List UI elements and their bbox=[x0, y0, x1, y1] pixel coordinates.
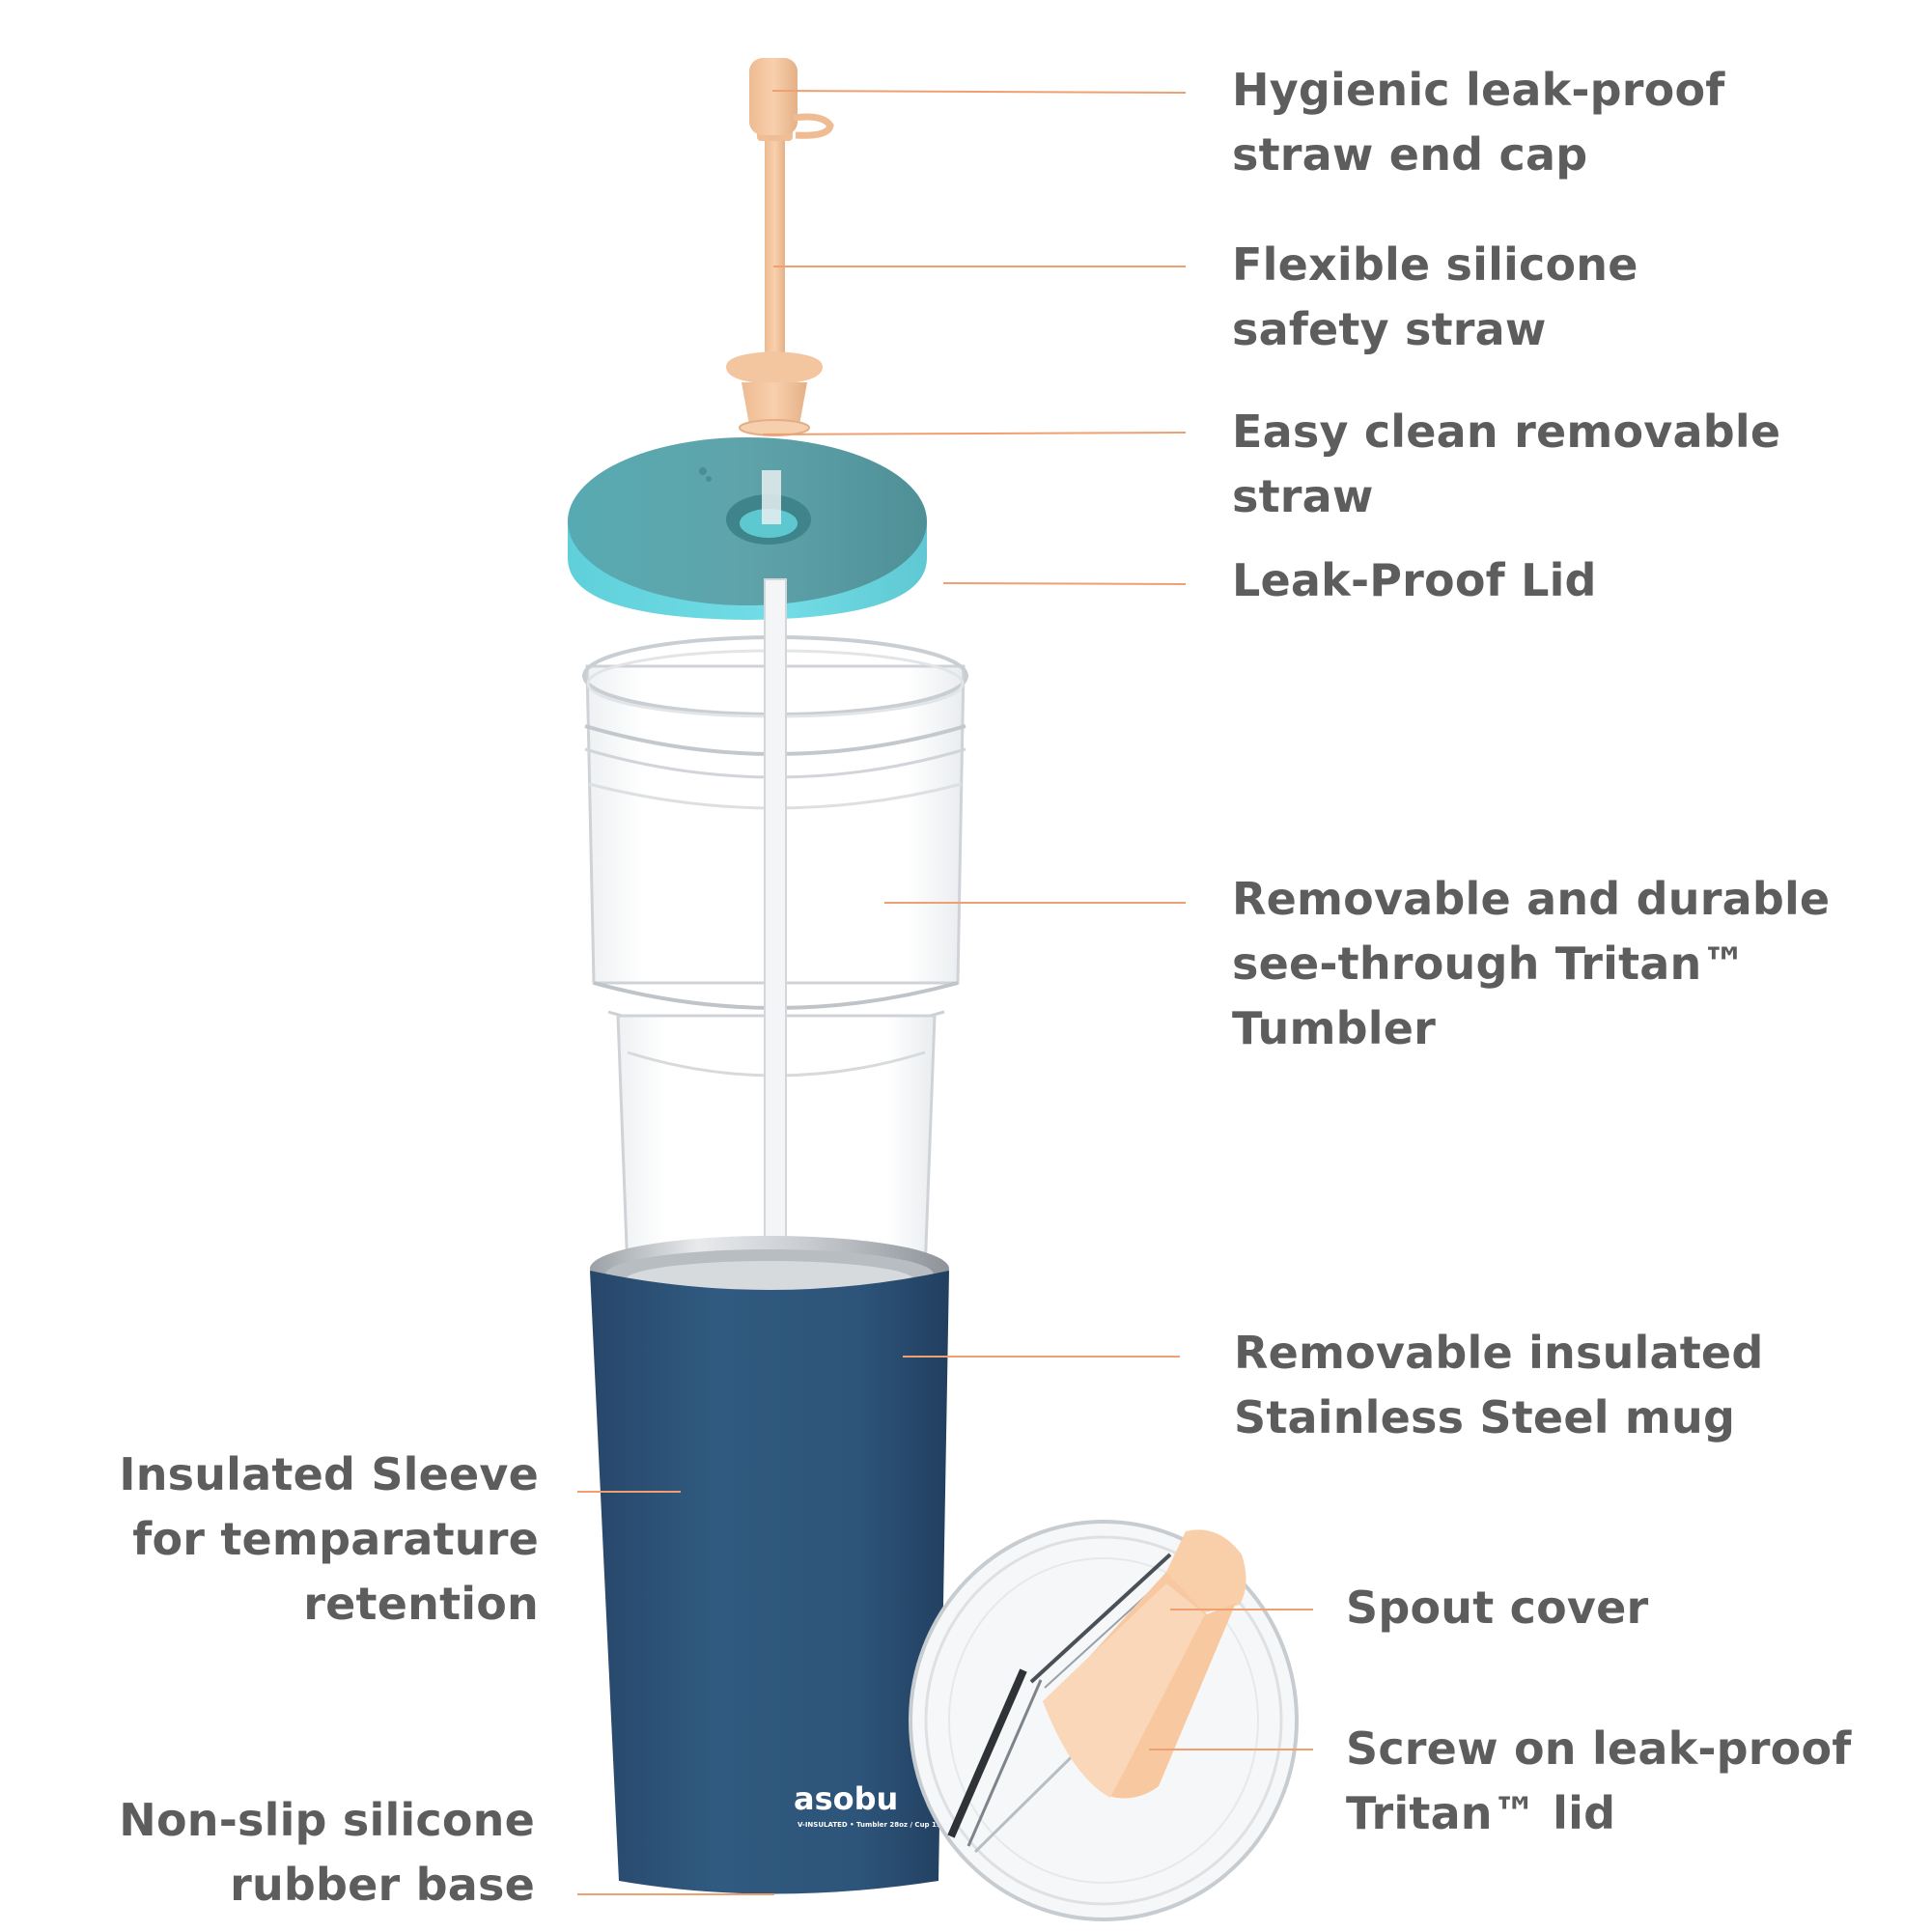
callout-straw-end-cap: Hygienic leak-proof straw end cap bbox=[1232, 58, 1725, 187]
callout-steel-mug: Removable insulated Stainless Steel mug bbox=[1234, 1321, 1763, 1450]
callout-text: Hygienic leak-proof bbox=[1232, 64, 1725, 116]
callout-insulated-sleeve: Insulated Sleeve for temparature retenti… bbox=[119, 1442, 539, 1637]
callout-text: Insulated Sleeve bbox=[119, 1448, 539, 1500]
callout-text: Tritan™ lid bbox=[1346, 1787, 1616, 1839]
callout-text: Removable insulated bbox=[1234, 1327, 1764, 1379]
callout-text: Flexible silicone bbox=[1232, 238, 1638, 291]
callout-text: Removable and durable bbox=[1232, 873, 1831, 925]
callout-text: Spout cover bbox=[1346, 1582, 1649, 1634]
leak-proof-lid bbox=[568, 437, 927, 620]
svg-text:asobu: asobu bbox=[794, 1780, 898, 1817]
callout-text: Screw on leak-proof bbox=[1346, 1722, 1852, 1775]
callout-text: retention bbox=[303, 1578, 539, 1630]
spout-cover bbox=[1043, 1529, 1246, 1799]
callout-leak-proof-lid: Leak-Proof Lid bbox=[1232, 548, 1597, 613]
callout-text: straw end cap bbox=[1232, 128, 1588, 181]
leader-lines bbox=[577, 90, 1313, 1895]
insulated-sleeve bbox=[590, 1271, 949, 1894]
callout-tritan-tumbler: Removable and durable see-through Tritan… bbox=[1232, 867, 1830, 1061]
callout-removable-straw: Easy clean removable straw bbox=[1232, 400, 1780, 529]
leader-lid bbox=[942, 582, 1187, 585]
callout-spout-cover: Spout cover bbox=[1346, 1576, 1648, 1640]
callout-screw-lid: Screw on leak-proof Tritan™ lid bbox=[1346, 1717, 1851, 1846]
callout-silicone-straw: Flexible silicone safety straw bbox=[1232, 233, 1638, 362]
callout-rubber-base: Non-slip silicone rubber base bbox=[119, 1788, 535, 1918]
callout-text: rubber base bbox=[230, 1859, 535, 1911]
callout-text: Easy clean removable bbox=[1232, 406, 1781, 458]
callout-text: for temparature bbox=[132, 1513, 539, 1565]
callout-text: Leak-Proof Lid bbox=[1232, 554, 1597, 606]
leader-removable-straw bbox=[762, 432, 1187, 435]
callout-text: straw bbox=[1232, 470, 1374, 522]
svg-text:V-INSULATED • Tumbler 28oz / C: V-INSULATED • Tumbler 28oz / Cup 15oz bbox=[798, 1821, 950, 1829]
callout-text: Tumbler bbox=[1232, 1002, 1436, 1054]
leader-straw-end-cap bbox=[771, 90, 1187, 94]
brand-logo: asobu V-INSULATED • Tumbler 28oz / Cup 1… bbox=[794, 1780, 950, 1829]
callout-text: safety straw bbox=[1232, 303, 1547, 355]
callout-text: see-through Tritan™ bbox=[1232, 938, 1747, 990]
callout-text: Non-slip silicone bbox=[119, 1794, 535, 1846]
callout-text: Stainless Steel mug bbox=[1234, 1391, 1736, 1443]
silicone-straw bbox=[726, 58, 834, 436]
tritan-tumbler bbox=[582, 578, 968, 1274]
